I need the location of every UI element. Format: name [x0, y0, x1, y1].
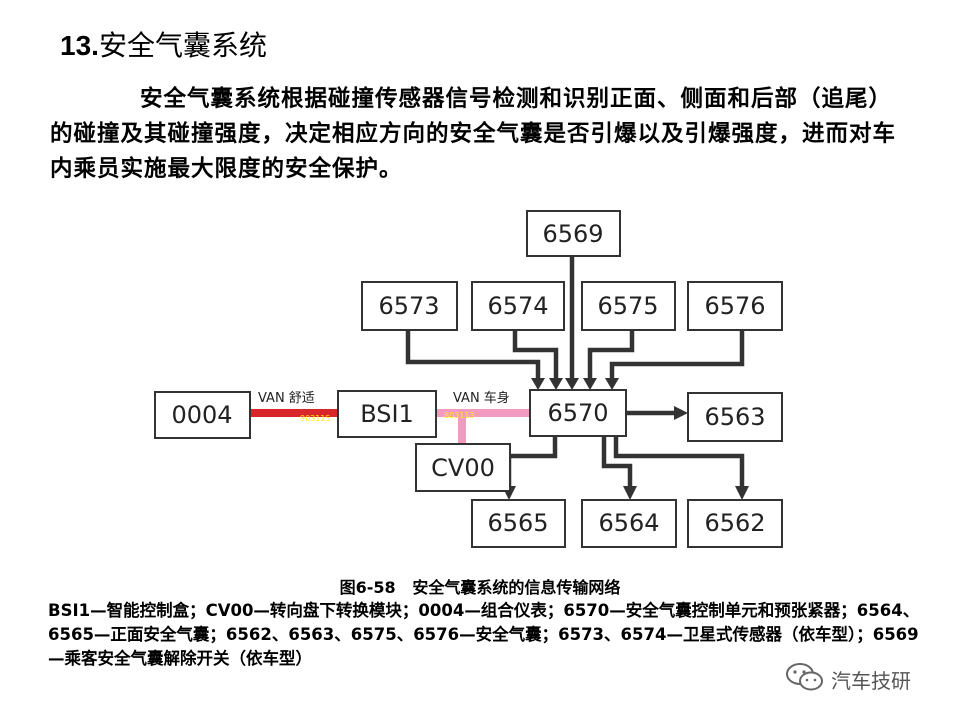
figure-caption: 图6-58 安全气囊系统的信息传输网络 [0, 574, 960, 598]
arrowhead-6573 [531, 378, 545, 390]
svg-text:6564: 6564 [598, 509, 659, 537]
arrowhead-6575 [583, 378, 597, 390]
arrowhead-6564 [623, 486, 637, 500]
svg-text:6570: 6570 [547, 399, 608, 427]
wire-6564 [601, 436, 633, 488]
svg-text:6574: 6574 [487, 292, 548, 320]
bus-body-label: VAN 车身 [453, 390, 510, 406]
arrowhead-6574 [549, 378, 563, 390]
node-6564: 6564 [581, 499, 677, 548]
bus-comfort-code: 903115 [300, 414, 331, 423]
wire-6574 [512, 330, 559, 380]
arrowhead-6563 [674, 406, 688, 420]
node-6569: 6569 [526, 210, 621, 257]
svg-text:6573: 6573 [378, 292, 439, 320]
svg-text:0004: 0004 [171, 401, 232, 429]
svg-text:6562: 6562 [704, 509, 765, 537]
wire-6576 [609, 330, 745, 380]
node-6570: 6570 [529, 389, 627, 437]
wire-6562 [613, 436, 745, 488]
title-text: 安全气囊系统 [98, 29, 267, 62]
bus-body-code: 803113 [444, 411, 475, 420]
wechat-icon [785, 662, 825, 697]
arrowhead-6562 [735, 486, 749, 500]
svg-text:CV00: CV00 [431, 454, 495, 482]
bus-comfort-label: VAN 舒适 [258, 391, 315, 406]
node-6575: 6575 [581, 281, 676, 331]
svg-text:BSI1: BSI1 [360, 400, 414, 428]
svg-text:6563: 6563 [704, 403, 765, 431]
node-6573: 6573 [361, 281, 458, 331]
wire-6573 [405, 330, 541, 380]
svg-text:6576: 6576 [704, 292, 765, 320]
figure-caption-text: 安全气囊系统的信息传输网络 [412, 578, 621, 597]
figure-number: 图6-58 [339, 578, 396, 597]
node-6562: 6562 [687, 499, 783, 548]
intro-text: 安全气囊系统根据碰撞传感器信号检测和识别正面、侧面和后部（追尾）的碰撞及其碰撞强… [50, 86, 897, 182]
svg-text:6575: 6575 [597, 292, 658, 320]
svg-text:6565: 6565 [487, 509, 548, 537]
node-6574: 6574 [471, 281, 565, 331]
arrowhead-6576 [605, 378, 619, 390]
figure-legend: BSI1—智能控制盒；CV00—转向盘下转换模块；0004—组合仪表；6570—… [48, 601, 920, 668]
node-6576: 6576 [687, 281, 783, 331]
watermark-text: 汽车技研 [831, 668, 911, 693]
node-0004: 0004 [154, 391, 251, 439]
watermark: 汽车技研 [785, 662, 945, 696]
svg-text:6569: 6569 [542, 220, 603, 248]
slide-title: 13.安全气囊系统 [60, 26, 267, 66]
intro-paragraph: 安全气囊系统根据碰撞传感器信号检测和识别正面、侧面和后部（追尾）的碰撞及其碰撞强… [50, 82, 910, 187]
node-6563: 6563 [687, 392, 783, 442]
title-number: 13. [60, 30, 99, 61]
node-bsi1: BSI1 [337, 390, 437, 438]
node-cv00: CV00 [415, 443, 511, 492]
arrowhead-6569 [565, 378, 579, 390]
node-6565: 6565 [471, 499, 566, 548]
wire-6565 [506, 436, 558, 488]
wire-6575 [587, 330, 635, 380]
